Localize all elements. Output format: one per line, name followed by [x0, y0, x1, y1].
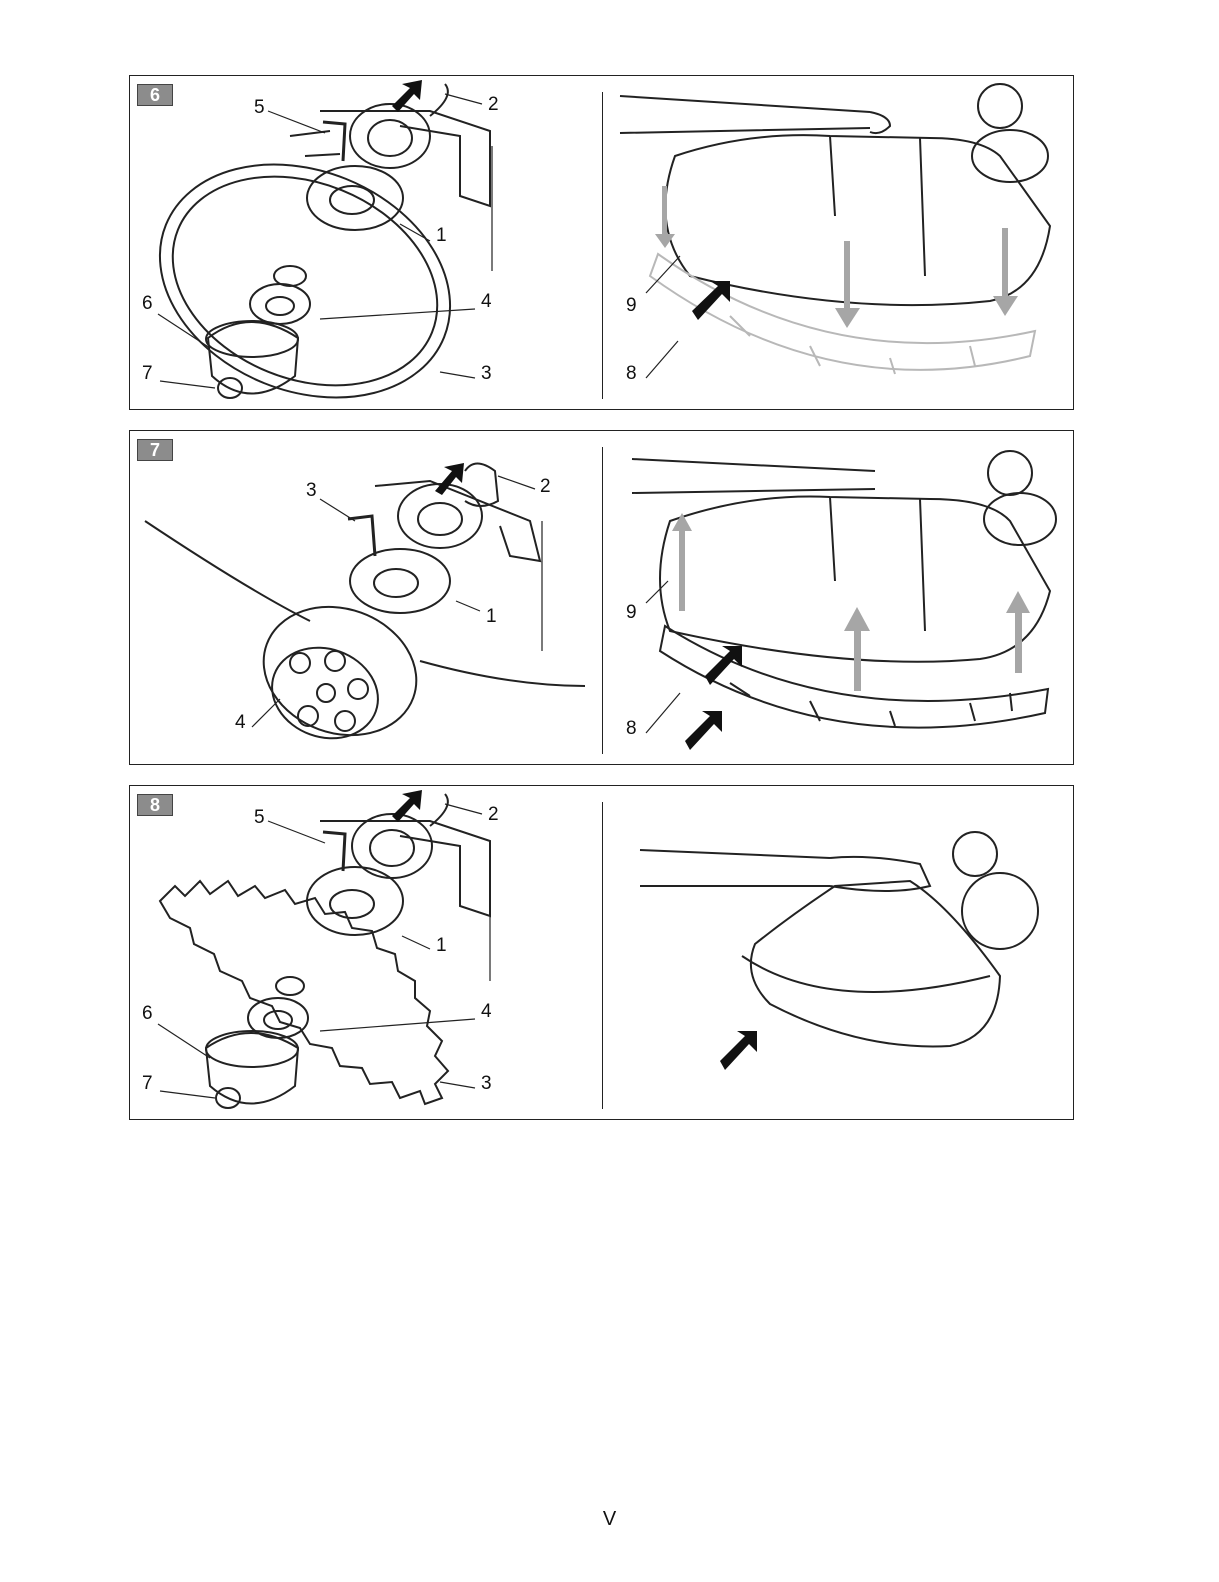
figure-7: 7 — [129, 430, 1074, 765]
figure-6: 6 — [129, 75, 1074, 410]
figure-8: 8 — [129, 785, 1074, 1120]
callout-label: 2 — [540, 477, 551, 496]
page-label: V — [0, 1508, 1219, 1531]
callout-label: 3 — [481, 364, 492, 383]
callout-label: 6 — [142, 294, 153, 313]
callout-label: 3 — [481, 1074, 492, 1093]
callout-label: 5 — [254, 98, 265, 117]
callout-label: 5 — [254, 808, 265, 827]
callout-label: 1 — [486, 607, 497, 626]
callout-label: 7 — [142, 364, 153, 383]
figure-7-illustration — [130, 431, 1075, 766]
figure-8-illustration — [130, 786, 1075, 1121]
callout-label: 4 — [481, 292, 492, 311]
callout-label: 4 — [235, 713, 246, 732]
callout-label: 1 — [436, 936, 447, 955]
callout-label: 7 — [142, 1074, 153, 1093]
callout-label: 8 — [626, 364, 637, 383]
callout-label: 6 — [142, 1004, 153, 1023]
callout-label: 9 — [626, 603, 637, 622]
callout-label: 2 — [488, 805, 499, 824]
callout-label: 2 — [488, 95, 499, 114]
figure-6-illustration — [130, 76, 1075, 411]
callout-label: 8 — [626, 719, 637, 738]
callout-label: 4 — [481, 1002, 492, 1021]
callout-label: 3 — [306, 481, 317, 500]
callout-label: 1 — [436, 226, 447, 245]
callout-label: 9 — [626, 296, 637, 315]
